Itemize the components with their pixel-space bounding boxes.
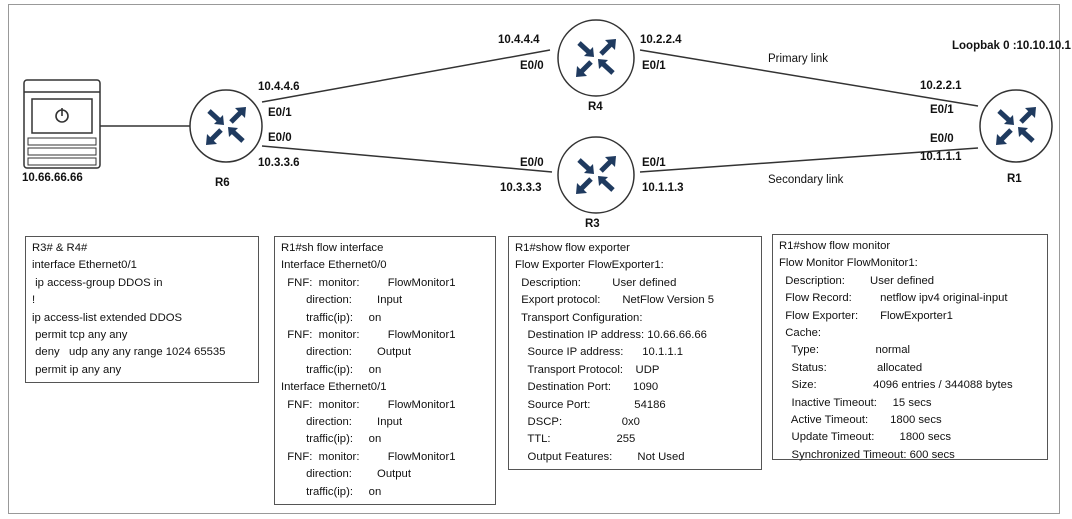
network-topology: [23, 19, 1053, 214]
flow-exporter-line: Source Port: 54186: [515, 398, 666, 411]
router-r6-icon: [189, 89, 263, 163]
flow-monitor-line: Cache:: [779, 327, 822, 340]
link-r3-r1: [639, 147, 979, 173]
acl-line: ip access-group DDOS in: [32, 276, 163, 289]
flow-exporter-line: Transport Configuration:: [515, 311, 643, 324]
acl-line: R3# & R4#: [32, 242, 88, 254]
flow-exporter-line: DSCP: 0x0: [515, 416, 640, 429]
flow-exporter-line: Output Features: Not Used: [515, 450, 685, 463]
flow-exporter-line: Source IP address: 10.1.1.1: [515, 346, 684, 359]
router-r3-icon: [557, 136, 635, 214]
server-icon: [23, 79, 101, 169]
flow-monitor-line: Flow Monitor FlowMonitor1:: [779, 257, 918, 270]
r4-left-ip: 10.4.4.4: [498, 34, 540, 46]
flow-monitor-line: Description: User defined: [779, 274, 935, 287]
r4-left-if: E0/0: [520, 60, 544, 72]
router-r1-icon: [979, 89, 1053, 163]
acl-line: interface Ethernet0/1: [32, 259, 137, 272]
loopback-label: Loopbak 0 :10.10.10.1: [952, 40, 1071, 52]
flow-exporter-line: R1#show flow exporter: [515, 242, 630, 254]
flow-exporter-box: R1#show flow exporter Flow Exporter Flow…: [508, 236, 762, 470]
flow-exporter-line: Export protocol: NetFlow Version 5: [515, 294, 715, 307]
flow-interface-line: FNF: monitor: FlowMonitor1: [281, 398, 456, 411]
r6-bottom-if: E0/0: [268, 132, 292, 144]
flow-interface-line: FNF: monitor: FlowMonitor1: [281, 329, 456, 342]
flow-interface-line: direction: Output: [281, 346, 411, 359]
r1-top-if: E0/1: [930, 104, 954, 116]
flow-interface-line: direction: Input: [281, 416, 403, 429]
r3-right-ip: 10.1.1.3: [642, 182, 684, 194]
flow-exporter-line: TTL: 255: [515, 433, 636, 446]
flow-monitor-line: Update Timeout: 1800 secs: [779, 431, 952, 444]
acl-config-box: R3# & R4# interface Ethernet0/1 ip acces…: [25, 236, 259, 383]
r3-left-ip: 10.3.3.3: [500, 182, 542, 194]
r6-top-if: E0/1: [268, 107, 292, 119]
r4-right-ip: 10.2.2.4: [640, 34, 682, 46]
diagram-frame: [8, 4, 1060, 514]
r1-bottom-ip: 10.1.1.1: [920, 151, 962, 163]
router-r3-name: R3: [585, 218, 600, 230]
flow-monitor-line: Inactive Timeout: 15 secs: [779, 396, 932, 409]
flow-monitor-line: Flow Record: netflow ipv4 original-input: [779, 292, 1008, 305]
flow-interface-box: R1#sh flow interface Interface Ethernet0…: [274, 236, 496, 505]
flow-monitor-line: Status: allocated: [779, 361, 923, 374]
router-r1-name: R1: [1007, 173, 1022, 185]
acl-line: permit ip any any: [32, 363, 122, 376]
flow-interface-line: direction: Output: [281, 468, 411, 481]
acl-line: deny udp any any range 1024 65535: [32, 346, 226, 359]
flow-exporter-line: Description: User defined: [515, 276, 677, 289]
r1-top-ip: 10.2.2.1: [920, 80, 962, 92]
link-r6-r3: [261, 145, 553, 173]
flow-monitor-line: Active Timeout: 1800 secs: [779, 414, 942, 427]
flow-interface-line: traffic(ip): on: [281, 485, 382, 498]
flow-monitor-line: Size: 4096 entries / 344088 bytes: [779, 379, 1013, 392]
link-r4-r1: [639, 49, 979, 107]
flow-interface-line: FNF: monitor: FlowMonitor1: [281, 450, 456, 463]
flow-exporter-line: Destination Port: 1090: [515, 381, 659, 394]
r6-bottom-ip: 10.3.3.6: [258, 157, 300, 169]
primary-link-label: Primary link: [768, 53, 829, 65]
acl-line: permit tcp any any: [32, 329, 128, 342]
flow-exporter-line: Transport Protocol: UDP: [515, 363, 660, 376]
secondary-link-label: Secondary link: [768, 174, 844, 186]
r6-top-ip: 10.4.4.6: [258, 81, 300, 93]
flow-interface-line: traffic(ip): on: [281, 433, 382, 446]
flow-interface-line: R1#sh flow interface: [281, 242, 384, 254]
router-r4-name: R4: [588, 101, 603, 113]
acl-line: !: [32, 294, 36, 307]
flow-monitor-line: Flow Exporter: FlowExporter1: [779, 309, 953, 322]
flow-exporter-line: Destination IP address: 10.66.66.66: [515, 329, 707, 342]
link-r6-r4: [261, 49, 551, 103]
flow-monitor-box: R1#show flow monitor Flow Monitor FlowMo…: [772, 234, 1048, 461]
flow-monitor-line: R1#show flow monitor: [779, 240, 891, 252]
flow-interface-line: traffic(ip): on: [281, 311, 382, 324]
r3-left-if: E0/0: [520, 157, 544, 169]
router-r6-name: R6: [215, 177, 230, 189]
flow-interface-line: Interface Ethernet0/1: [281, 381, 387, 394]
flow-exporter-line: Flow Exporter FlowExporter1:: [515, 259, 664, 272]
flow-interface-line: direction: Input: [281, 294, 403, 307]
flow-interface-line: traffic(ip): on: [281, 363, 382, 376]
flow-interface-line: FNF: monitor: FlowMonitor1: [281, 276, 456, 289]
acl-line: ip access-list extended DDOS: [32, 311, 183, 324]
router-r4-icon: [557, 19, 635, 97]
r4-right-if: E0/1: [642, 60, 666, 72]
r1-bottom-if: E0/0: [930, 133, 954, 145]
flow-monitor-line: Type: normal: [779, 344, 911, 357]
r3-right-if: E0/1: [642, 157, 666, 169]
flow-monitor-line: Synchronized Timeout: 600 secs: [779, 448, 955, 461]
server-ip-label: 10.66.66.66: [22, 172, 83, 184]
flow-interface-line: Interface Ethernet0/0: [281, 259, 387, 272]
